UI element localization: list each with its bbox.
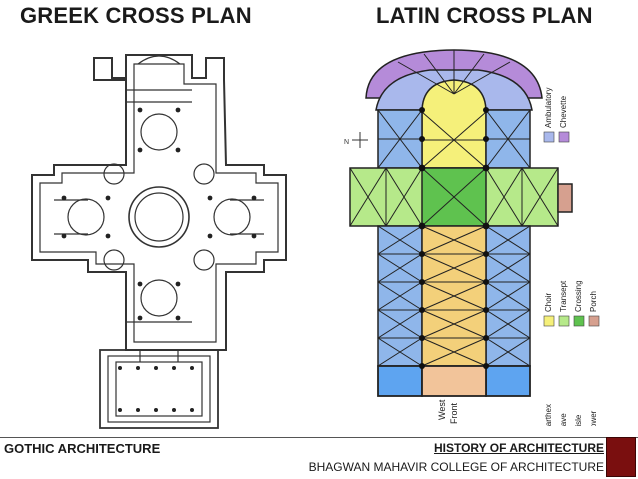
front-label: Front — [449, 402, 459, 424]
course-name: GOTHIC ARCHITECTURE — [4, 441, 161, 456]
legend-swatch-porch — [588, 315, 600, 327]
subject-name: HISTORY OF ARCHITECTURE — [433, 441, 604, 455]
footer-divider — [0, 437, 638, 438]
college-logo — [606, 437, 636, 477]
legend-label-nave: Nave — [559, 413, 568, 426]
legend-label-porch: Porch — [589, 291, 598, 312]
tower-right — [485, 365, 531, 397]
legend-label-choir: Choir — [544, 293, 553, 312]
west-label: West — [437, 399, 447, 420]
legend-label-narthex: Narthex — [544, 404, 553, 426]
porch-region — [557, 183, 573, 213]
legend-swatch-chevette — [558, 131, 570, 143]
legend-swatch-crossing — [573, 315, 585, 327]
latin-cross-title: LATIN CROSS PLAN — [376, 3, 593, 28]
legend-swatch-ambulatory — [543, 131, 555, 143]
greek-cross-plan-drawing — [31, 54, 287, 429]
legend-swatch-choir — [543, 315, 555, 327]
legend-label-tower: Tower — [589, 410, 598, 426]
legend-label-aisle: Aisle — [574, 414, 583, 426]
tower-left — [377, 365, 423, 397]
college-name: BHAGWAN MAHAVIR COLLEGE OF ARCHITECTURE — [308, 460, 604, 474]
legend-label-crossing: Crossing — [574, 280, 583, 312]
legend-label-transept: Transept — [559, 280, 568, 312]
legend-label-chevette: Chevette — [559, 95, 568, 128]
greek-cross-title: GREEK CROSS PLAN — [20, 3, 252, 28]
narthex-region — [421, 365, 487, 397]
legend-swatch-transept — [558, 315, 570, 327]
compass-label: N — [344, 139, 349, 146]
compass-icon — [352, 132, 368, 148]
legend-label-ambulatory: Ambulatory — [544, 88, 553, 128]
